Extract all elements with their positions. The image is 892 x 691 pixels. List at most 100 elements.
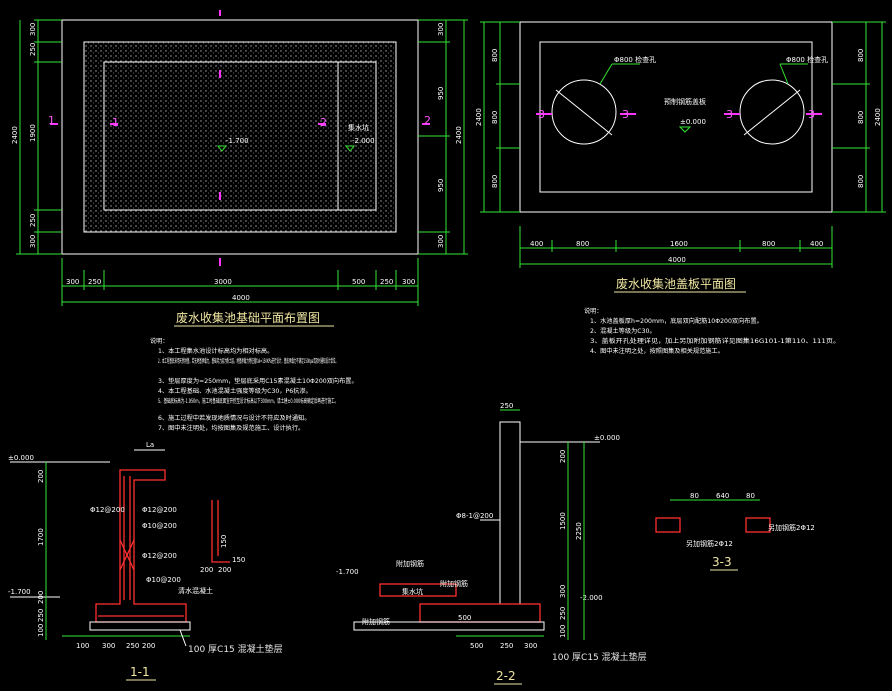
svg-text:1、本工程集水池设计标高均为相对标高。: 1、本工程集水池设计标高均为相对标高。 xyxy=(158,347,273,355)
svg-text:7、图中未注明处，均按图集及规范施工、设计执行。: 7、图中未注明处，均按图集及规范施工、设计执行。 xyxy=(158,424,304,432)
svg-text:250: 250 xyxy=(380,278,393,286)
svg-text:200: 200 xyxy=(559,450,567,463)
sec33-title: 3-3 xyxy=(712,555,732,569)
svg-text:Φ12@200: Φ12@200 xyxy=(142,552,177,560)
wall-section xyxy=(95,469,187,623)
sec-label-1a: 1 xyxy=(48,114,55,127)
svg-text:80: 80 xyxy=(746,492,755,500)
svg-text:Φ10@200: Φ10@200 xyxy=(146,576,181,584)
svg-text:200: 200 xyxy=(37,591,45,604)
svg-text:200: 200 xyxy=(37,470,45,483)
svg-text:100: 100 xyxy=(37,624,45,637)
svg-text:300: 300 xyxy=(437,23,445,36)
svg-text:800: 800 xyxy=(491,111,499,124)
svg-text:集水坑: 集水坑 xyxy=(402,587,423,596)
svg-text:±0.000: ±0.000 xyxy=(8,454,34,462)
bar-detail xyxy=(211,500,230,563)
inspection-hole-right xyxy=(739,79,805,145)
svg-text:3、垫层厚度为=250mm，垫层底采用C15素混凝土10Φ2: 3、垫层厚度为=250mm，垫层底采用C15素混凝土10Φ200双向布置。 xyxy=(158,377,358,385)
plan2-title: 废水收集池盖板平面图 xyxy=(616,276,736,291)
svg-text:800: 800 xyxy=(857,49,865,62)
section-2-2: 250 ±0.000 -1.700 -2.000 Φ8-1@200 附加钢筋 附… xyxy=(336,402,647,685)
cover-level: ±0.000 xyxy=(680,118,706,126)
svg-text:300: 300 xyxy=(524,642,537,650)
svg-text:3: 3 xyxy=(808,108,815,121)
svg-text:800: 800 xyxy=(491,175,499,188)
svg-text:2、本工程基底采用天然地基，若无地基承载力，基础持力层为粉土: 2、本工程基底采用天然地基，若无地基承载力，基础持力层为粉土层，地基承载力特征值… xyxy=(158,357,338,365)
svg-text:300: 300 xyxy=(29,235,37,248)
svg-text:3、盖板开孔处理详见，加上另加附加钢筋详见图集16G101-: 3、盖板开孔处理详见，加上另加附加钢筋详见图集16G101-1第110、111页… xyxy=(590,337,840,345)
svg-text:1、水池盖板厚h=200mm，底层双向配筋10Φ200双向布: 1、水池盖板厚h=200mm，底层双向配筋10Φ200双向布置。 xyxy=(590,317,763,325)
svg-text:200: 200 xyxy=(218,566,231,574)
svg-text:2400: 2400 xyxy=(874,108,882,126)
svg-text:3: 3 xyxy=(538,108,545,121)
level-center: -1.700 xyxy=(226,137,249,145)
svg-text:250: 250 xyxy=(126,642,139,650)
svg-text:300: 300 xyxy=(29,23,37,36)
hole-label-left: Φ800 检查孔 xyxy=(614,55,656,64)
svg-text:3: 3 xyxy=(622,108,629,121)
svg-text:300: 300 xyxy=(559,585,567,598)
svg-text:800: 800 xyxy=(576,240,589,248)
pool-inner xyxy=(103,61,377,211)
foundation-plan: 1 1 2 2 -1.700 -2.000 集水坑 300 250 1900 2… xyxy=(11,10,468,327)
svg-text:1600: 1600 xyxy=(670,240,688,248)
svg-text:另加钢筋2Φ12: 另加钢筋2Φ12 xyxy=(768,523,815,532)
svg-text:4、本工程基础、水池混凝土强度等级为C30，P6抗渗。: 4、本工程基础、水池混凝土强度等级为C30，P6抗渗。 xyxy=(158,387,312,395)
svg-text:Φ8-1@200: Φ8-1@200 xyxy=(456,512,493,520)
svg-text:1900: 1900 xyxy=(29,124,37,142)
svg-text:1700: 1700 xyxy=(37,528,45,546)
svg-text:640: 640 xyxy=(716,492,729,500)
svg-text:250: 250 xyxy=(37,609,45,622)
svg-text:Φ12@200: Φ12@200 xyxy=(90,506,125,514)
svg-text:Φ12@200: Φ12@200 xyxy=(142,506,177,514)
svg-text:800: 800 xyxy=(857,175,865,188)
svg-text:500: 500 xyxy=(352,278,365,286)
sec-label-2a: 2 xyxy=(320,116,327,129)
svg-text:-1.700: -1.700 xyxy=(336,568,359,576)
cover-plan: Φ800 检查孔 Φ800 检查孔 预制钢筋盖板 ±0.000 3 3 3 3 … xyxy=(475,21,886,293)
svg-text:100: 100 xyxy=(559,625,567,638)
section-3-3: 80 640 80 另加钢筋2Φ12 另加钢筋2Φ12 3-3 xyxy=(655,492,815,571)
sec22-title: 2-2 xyxy=(496,669,516,683)
svg-text:±0.000: ±0.000 xyxy=(594,434,620,442)
svg-text:5、基础底标高为-1.950m，施工时基础底面宜开挖至设计标: 5、基础底标高为-1.950m，施工时基础底面宜开挖至设计标高以下300mm，请… xyxy=(158,397,338,405)
svg-text:800: 800 xyxy=(857,111,865,124)
svg-text:100: 100 xyxy=(76,642,89,650)
svg-text:200: 200 xyxy=(200,566,213,574)
level-pit: -2.000 xyxy=(352,137,375,145)
svg-text:3000: 3000 xyxy=(214,278,232,286)
svg-text:4、图中未注明之处，按照图集及相关规范施工。: 4、图中未注明之处，按照图集及相关规范施工。 xyxy=(590,347,724,355)
svg-text:100 厚C15 混凝土垫层: 100 厚C15 混凝土垫层 xyxy=(552,651,647,663)
sec11-title: 1-1 xyxy=(130,665,150,679)
svg-text:150: 150 xyxy=(232,556,245,564)
svg-text:清水混凝土: 清水混凝土 xyxy=(178,586,213,595)
svg-text:200: 200 xyxy=(142,642,155,650)
svg-text:950: 950 xyxy=(437,179,445,192)
svg-text:说明：: 说明： xyxy=(150,337,169,345)
svg-text:950: 950 xyxy=(437,87,445,100)
svg-text:80: 80 xyxy=(690,492,699,500)
svg-text:400: 400 xyxy=(810,240,823,248)
svg-text:Φ10@200: Φ10@200 xyxy=(142,522,177,530)
svg-text:2、混凝土等级为C30。: 2、混凝土等级为C30。 xyxy=(590,327,656,335)
svg-text:-1.700: -1.700 xyxy=(8,588,31,596)
svg-text:250: 250 xyxy=(559,607,567,620)
pit-label: 集水坑 xyxy=(348,123,369,132)
svg-text:250: 250 xyxy=(88,278,101,286)
svg-text:250: 250 xyxy=(500,642,513,650)
outer-slab-outline xyxy=(61,19,419,255)
svg-text:另加钢筋2Φ12: 另加钢筋2Φ12 xyxy=(686,539,733,548)
svg-text:400: 400 xyxy=(530,240,543,248)
section-1-1: La ±0.000 -1.700 200 1700 200 250 100 Φ1… xyxy=(8,441,283,681)
wall-22 xyxy=(419,421,541,623)
svg-text:300: 300 xyxy=(402,278,415,286)
notes-foundation: 说明： 1、本工程集水池设计标高均为相对标高。 2、本工程基底采用天然地基，若无… xyxy=(150,337,358,432)
plan1-title: 废水收集池基础平面布置图 xyxy=(176,310,320,325)
sec-label-2b: 2 xyxy=(424,114,431,127)
svg-text:2400: 2400 xyxy=(11,126,19,144)
svg-text:100 厚C15 混凝土垫层: 100 厚C15 混凝土垫层 xyxy=(188,643,283,655)
svg-text:300: 300 xyxy=(437,235,445,248)
sec-label-1b: 1 xyxy=(112,116,119,129)
